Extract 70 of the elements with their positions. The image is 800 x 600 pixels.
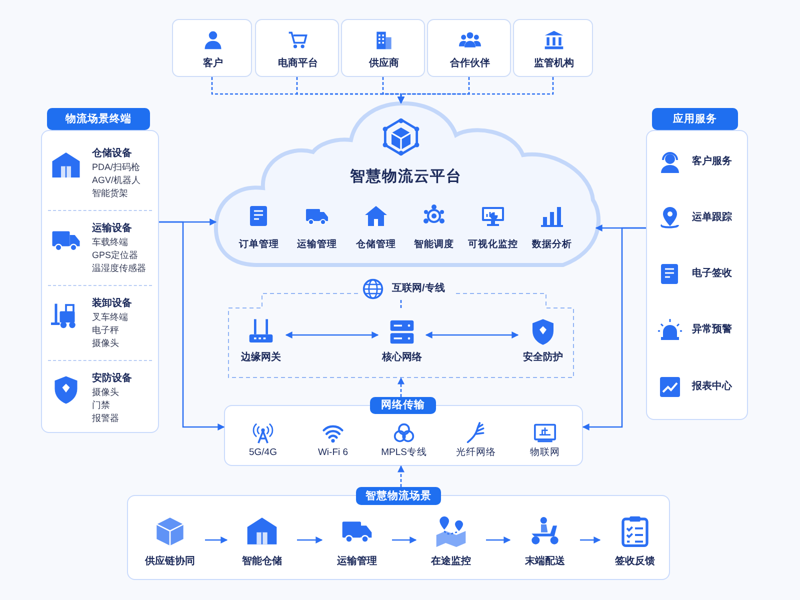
network-label: MPLS专线	[380, 447, 428, 458]
double-arrow	[425, 332, 519, 338]
service-label: 客户服务	[692, 156, 732, 168]
device-label: 边缘网关	[240, 352, 282, 364]
double-arrow	[285, 332, 379, 338]
stakeholder-box	[513, 19, 593, 77]
group-title: 装卸设备	[92, 298, 132, 310]
panel-tab: 物流场景终端	[47, 108, 150, 130]
label-text: 客户	[202, 58, 224, 70]
panel-tab: 网络传输	[370, 397, 436, 414]
arrow	[398, 465, 404, 487]
module-label: 数据分析	[530, 239, 573, 250]
arrow	[398, 377, 404, 397]
device-item: 电子秤	[92, 325, 119, 336]
device-label: 安全防护	[522, 352, 564, 364]
step-label: 末端配送	[524, 556, 566, 568]
label-text: 电商平台	[277, 58, 319, 70]
stakeholder-box	[172, 19, 252, 77]
module-label: 可视化监控	[467, 239, 519, 250]
service-label: 报表中心	[692, 381, 732, 393]
network-label: 物联网	[529, 447, 561, 458]
device-item: 门禁	[92, 400, 110, 411]
stakeholder-box	[341, 19, 425, 77]
module-label: 订单管理	[238, 239, 280, 250]
group-title: 运输设备	[92, 223, 132, 235]
arrow	[398, 77, 554, 104]
label-text: 监管机构	[533, 58, 575, 70]
label-text: 合作伙伴	[449, 58, 491, 70]
step-label: 运输管理	[336, 556, 378, 568]
device-item: 报警器	[92, 413, 119, 424]
device-item: 摄像头	[92, 338, 119, 349]
arrow	[205, 536, 228, 544]
module-label: 智能调度	[413, 239, 455, 250]
service-label: 电子签收	[692, 268, 732, 280]
step-label: 智能仓储	[241, 556, 283, 568]
device-item: 智能货架	[92, 188, 128, 199]
group-title: 安防设备	[92, 373, 132, 385]
arrow	[486, 536, 511, 544]
arrow	[580, 536, 601, 544]
step-label: 供应链协同	[144, 556, 196, 568]
arrow	[582, 227, 646, 430]
panel-tab: 应用服务	[652, 108, 738, 130]
service-label: 异常预警	[692, 324, 732, 336]
label-text: 互联网/专线	[392, 283, 445, 295]
module-label: 运输管理	[296, 239, 338, 250]
label-text: 供应商	[368, 58, 400, 70]
arrow	[297, 536, 323, 544]
group-title: 仓储设备	[92, 148, 132, 160]
network-label: 5G/4G	[248, 447, 278, 458]
device-label: 核心网络	[380, 352, 423, 364]
panel-tab: 智慧物流场景	[356, 487, 441, 505]
connector-line	[400, 300, 402, 310]
service-label: 运单跟踪	[692, 212, 732, 224]
step-label: 在途监控	[430, 556, 472, 568]
device-item: GPS定位器	[92, 250, 138, 261]
network-label: Wi-Fi 6	[316, 447, 350, 458]
arrow	[392, 536, 417, 544]
network-label: 光纤网络	[455, 447, 497, 458]
module-label: 仓储管理	[355, 239, 397, 250]
stakeholder-box	[255, 19, 339, 77]
stakeholder-box	[427, 19, 511, 77]
device-item: 温湿度传感器	[92, 263, 146, 274]
device-item: 摄像头	[92, 387, 119, 398]
device-item: 叉车终端	[92, 312, 128, 323]
arrow	[159, 221, 225, 430]
platform-title: 智慧物流云平台	[349, 168, 463, 186]
device-item: AGV/机器人	[92, 175, 141, 186]
device-item: 车载终端	[92, 237, 128, 248]
step-label: 签收反馈	[614, 556, 656, 568]
device-item: PDA/扫码枪	[92, 162, 140, 173]
